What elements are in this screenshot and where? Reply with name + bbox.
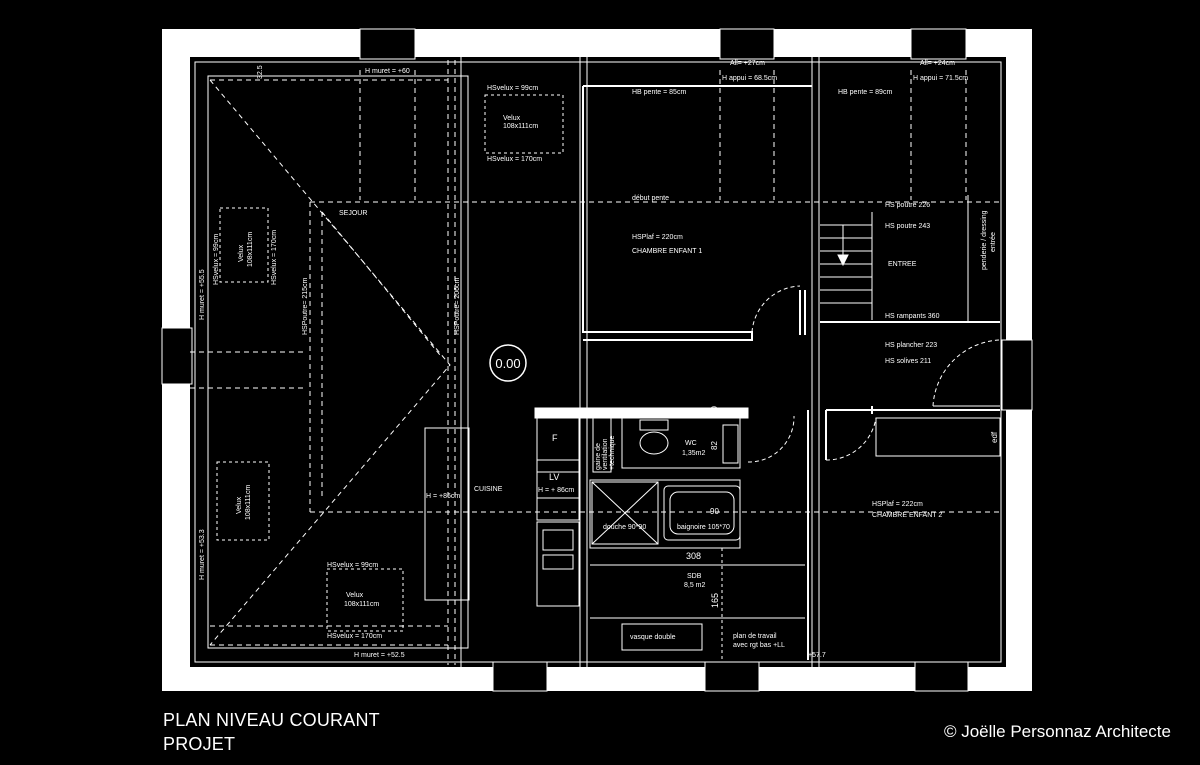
label-hs-poutre-243: HS poutre 243 (885, 223, 930, 230)
label-douche: douche 90*90 (603, 524, 646, 531)
label-hs-solives: HS solives 211 (885, 358, 931, 365)
label-penderie-2: entrée (990, 232, 997, 252)
label-h-86-left: H = +86cm (426, 493, 460, 500)
walls (194, 57, 1002, 667)
label-velux-top-2: 108x111cm (503, 123, 538, 130)
label-dim-32: 32.5 (257, 65, 264, 79)
label-hs-velux-170-top: HSvelux = 170cm (487, 156, 542, 163)
label-hsplaf-222: HSPlaf = 222cm (872, 501, 923, 508)
velux-frames (216, 94, 564, 632)
label-hs-velux-170-bottom: HSvelux = 170cm (327, 633, 382, 640)
label-chambre-2: CHAMBRE ENFANT 2 (872, 512, 942, 519)
label-velux-bottom-1: Velux (346, 592, 364, 599)
label-hb-pente-85: HB pente = 85cm (632, 89, 686, 96)
level-marker: 0.00 (495, 356, 520, 371)
label-sdb: SDB (687, 573, 702, 580)
label-hs-velux-170-left: HSvelux = 170cm (271, 230, 278, 285)
label-entree: ENTREE (888, 261, 917, 268)
label-hs-velux-99-left: HSvelux = 99cm (213, 234, 220, 285)
label-dim-82: 82 (710, 441, 719, 450)
building-interior (190, 57, 1006, 667)
label-plan-travail-2: avec rgt bas +LL (733, 642, 785, 649)
label-wc: WC (685, 440, 697, 447)
plan-title: PLAN NIVEAU COURANT (163, 710, 380, 730)
label-hb-pente-89: HB pente = 89cm (838, 89, 892, 96)
label-penderie: penderie / dressing (981, 210, 988, 270)
wardrobe-chambre-2 (875, 417, 1001, 457)
label-h-86-right: H = + 86cm (538, 487, 574, 494)
level-marker-circle (489, 344, 527, 382)
label-dim-577: +57.7 (808, 652, 826, 659)
label-all-24: All= +24cm (920, 60, 955, 67)
label-debut-pente: début pente (632, 195, 669, 202)
label-h-muret-555: H muret = +55.5 (199, 269, 206, 320)
label-baignoire: baignoire 105*70 (677, 524, 730, 531)
label-dim-308: 308 (686, 551, 701, 561)
label-dim-10: 10 (710, 406, 719, 415)
label-h-appui-71: H appui = 71.5cm (913, 75, 968, 82)
label-velux-lower-1: Velux (236, 496, 243, 514)
label-sdb-area: 8,5 m2 (684, 582, 706, 589)
label-h-muret-525: H muret = +52.5 (354, 652, 405, 659)
label-chambre-1: CHAMBRE ENFANT 1 (632, 248, 702, 255)
label-velux-bottom-2: 108x111cm (344, 601, 379, 608)
annotations: H muret = +60 32.5 HSvelux = 99cm Velux … (199, 60, 999, 659)
label-velux-lower-2: 108x111cm (245, 485, 252, 520)
label-dim-90: 90 (710, 507, 719, 516)
label-gaine-2: ventilation (602, 438, 609, 470)
room-chambre-2 (807, 406, 1000, 660)
door-chambre-1 (751, 285, 801, 333)
wet-rooms (534, 407, 805, 662)
label-velux-left-1: Velux (238, 244, 245, 262)
label-hs-rampants: HS rampants 360 (885, 313, 940, 320)
label-gaine-1: gaine de (595, 443, 602, 470)
label-hs-poutre-215: HSPoutre= 215cm (302, 277, 309, 335)
label-wc-area: 1,35m2 (682, 450, 705, 457)
door-entree (932, 339, 1001, 407)
label-h-muret-533: H muret = +53.3 (199, 529, 206, 580)
label-all-27: All= +27cm (730, 60, 765, 67)
label-gaine-3: +technique (609, 435, 616, 470)
door-chambre-2 (825, 417, 877, 461)
roof-lines (190, 60, 1000, 665)
label-vasque: vasque double (630, 634, 676, 641)
label-cuisine: CUISINE (474, 486, 503, 493)
label-lv: LV (549, 472, 559, 482)
label-plan-travail-1: plan de travail (733, 633, 777, 640)
label-f: F (552, 433, 558, 443)
label-h-muret-60: H muret = +60 (365, 68, 410, 75)
label-sejour: SEJOUR (339, 210, 367, 217)
label-hs-poutre-206: HSPoutre= 206cm (454, 277, 461, 335)
label-hs-plancher: HS plancher 223 (885, 342, 937, 349)
stairs (820, 212, 873, 320)
label-h-appui-68: H appui = 68.5cm (722, 75, 777, 82)
copyright-notice: © Joëlle Personnaz Architecte (943, 722, 1171, 741)
label-velux-top-1: Velux (503, 115, 521, 122)
label-hsplaf-220: HSPlaf = 220cm (632, 234, 683, 241)
label-hs-velux-99-bottom: HSvelux = 99cm (327, 562, 378, 569)
kitchen (424, 417, 580, 607)
plan-subtitle: PROJET (163, 734, 236, 754)
label-dim-165: 165 (710, 593, 720, 608)
label-edf: edf (990, 431, 999, 443)
label-hs-poutre-226: HS poutre 226 (885, 202, 930, 209)
windows (161, 28, 1033, 692)
label-hs-velux-99-top: HSvelux = 99cm (487, 85, 538, 92)
label-velux-left-2: 108x111cm (247, 232, 254, 267)
